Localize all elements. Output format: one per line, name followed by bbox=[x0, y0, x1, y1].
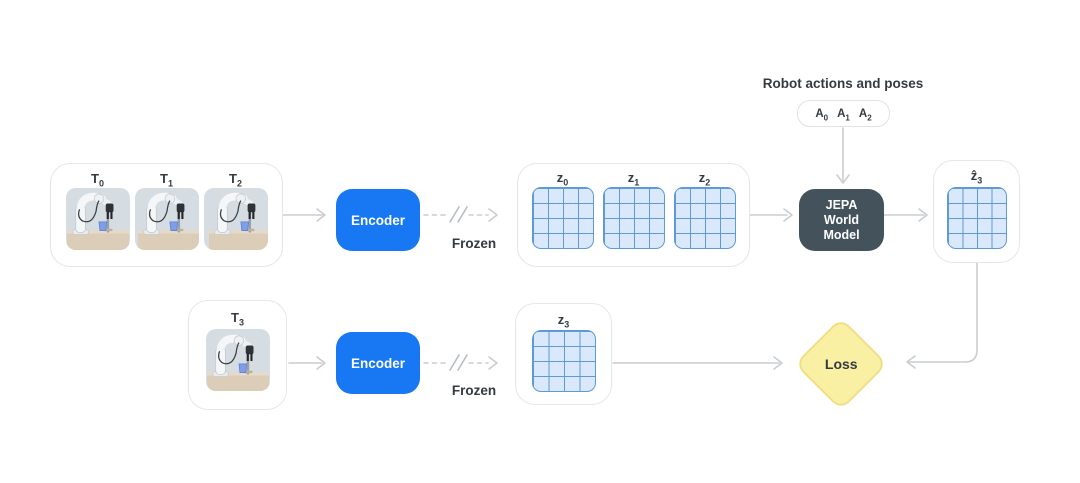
encoder-box-top: Encoder bbox=[336, 189, 420, 251]
robot-photo-t2 bbox=[203, 188, 268, 250]
arrow-encoder-to-latents-frozen bbox=[423, 206, 498, 223]
target-latent-box: z3 bbox=[515, 303, 612, 405]
robot-photo-t1 bbox=[134, 188, 199, 250]
frozen-label-top: Frozen bbox=[451, 236, 497, 251]
arrow-frame3-to-encoder bbox=[288, 356, 326, 370]
frozen-label-bottom: Frozen bbox=[451, 383, 497, 398]
robot-photo-t0 bbox=[65, 188, 130, 250]
frame-t1: T1 bbox=[134, 170, 199, 250]
prediction-box: ẑ3 bbox=[933, 160, 1020, 263]
arrow-encoder-to-latent3-frozen bbox=[423, 354, 498, 371]
jepa-world-model-box: JEPA World Model bbox=[799, 189, 884, 251]
encoder-box-bottom: Encoder bbox=[336, 332, 420, 394]
target-latent-grid bbox=[531, 330, 596, 392]
robot-actions-title: Robot actions and poses bbox=[762, 76, 924, 91]
latent-z2: z2 bbox=[673, 169, 736, 249]
frame-label: T1 bbox=[160, 171, 173, 189]
latent-z0: z0 bbox=[531, 169, 594, 249]
frame-t2: T2 bbox=[203, 170, 268, 250]
latents-box: z0 z1 z2 bbox=[517, 163, 750, 267]
frame-label: T0 bbox=[91, 171, 104, 189]
arrow-actions-to-world-model bbox=[836, 127, 850, 184]
latent-grid-z2 bbox=[673, 187, 736, 249]
frozen-break-icon bbox=[449, 206, 468, 223]
latent-grid-z1 bbox=[602, 187, 665, 249]
arrow-world-model-to-prediction bbox=[883, 208, 928, 222]
arrow-latent3-to-loss bbox=[612, 356, 783, 370]
latent-grid-z0 bbox=[531, 187, 594, 249]
target-frame-box: T3 bbox=[188, 300, 287, 410]
robot-photo-t3 bbox=[205, 329, 270, 391]
arrow-frames-to-encoder bbox=[282, 208, 326, 222]
frame-label: T2 bbox=[229, 171, 242, 189]
action-a1: A1 bbox=[837, 107, 850, 122]
actions-box: A0 A1 A2 bbox=[797, 100, 890, 127]
arrow-prediction-to-loss bbox=[906, 262, 978, 369]
latent-label: z0 bbox=[556, 170, 569, 188]
latent-label: z2 bbox=[698, 170, 711, 188]
latent-label: z3 bbox=[557, 312, 570, 330]
prediction-label: ẑ3 bbox=[970, 168, 983, 186]
prediction-grid bbox=[946, 187, 1007, 249]
arrow-latents-to-world-model bbox=[749, 208, 793, 222]
frozen-break-icon bbox=[449, 354, 468, 371]
action-a2: A2 bbox=[858, 107, 872, 122]
frame-label: T3 bbox=[231, 310, 244, 328]
action-a0: A0 bbox=[815, 107, 829, 122]
frame-t0: T0 bbox=[65, 170, 130, 250]
latent-z1: z1 bbox=[602, 169, 665, 249]
context-frames-box: T0 T1 T2 bbox=[50, 163, 283, 267]
latent-label: z1 bbox=[627, 170, 640, 188]
